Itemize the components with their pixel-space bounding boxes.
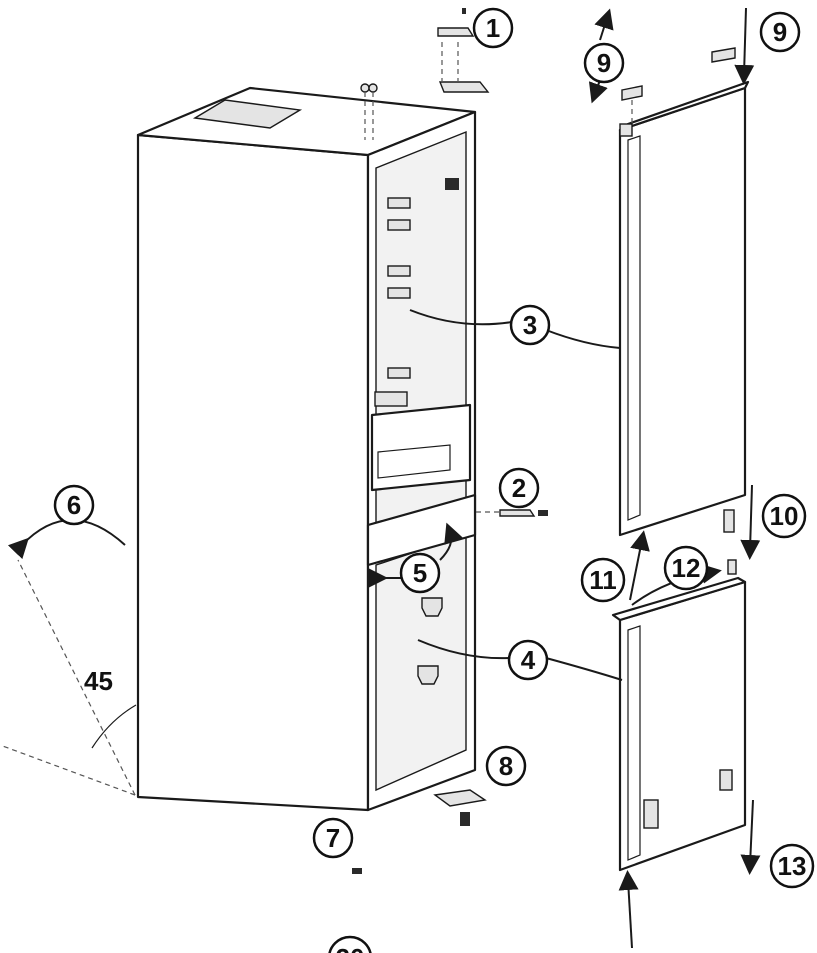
svg-text:1: 1 <box>486 13 500 43</box>
door-caps <box>352 47 737 874</box>
callout-9-right: 9 <box>759 11 801 53</box>
top-hinge <box>360 8 490 140</box>
callout-9-left: 9 <box>583 42 625 84</box>
page-marker: 20 <box>328 935 372 953</box>
svg-text:7: 7 <box>326 823 340 853</box>
callout-12: 12 <box>663 545 709 591</box>
callout-5: 5 <box>399 552 441 594</box>
svg-text:8: 8 <box>499 751 513 781</box>
svg-text:12: 12 <box>672 553 701 583</box>
callout-6: 6 <box>53 484 95 526</box>
svg-text:2: 2 <box>512 473 526 503</box>
callout-7: 7 <box>312 817 354 859</box>
svg-text:4: 4 <box>521 645 536 675</box>
svg-text:13: 13 <box>778 851 807 881</box>
svg-text:20: 20 <box>336 943 365 953</box>
svg-text:9: 9 <box>773 17 787 47</box>
fridge-cabinet <box>136 86 487 826</box>
middle-hinge <box>476 509 548 517</box>
lower-door <box>611 576 747 872</box>
svg-text:9: 9 <box>597 48 611 78</box>
callout-1: 1 <box>472 7 514 49</box>
callout-3: 3 <box>509 304 551 346</box>
svg-text:6: 6 <box>67 490 81 520</box>
svg-text:5: 5 <box>413 558 427 588</box>
tilt-guide <box>0 559 137 796</box>
upper-door <box>618 80 750 537</box>
callout-4: 4 <box>507 639 549 681</box>
svg-text:3: 3 <box>523 310 537 340</box>
callout-10: 10 <box>761 493 807 539</box>
callout-2: 2 <box>498 467 540 509</box>
leader-lines <box>409 309 623 681</box>
callout-8: 8 <box>485 745 527 787</box>
angle-label: 45 <box>84 666 113 696</box>
svg-text:11: 11 <box>589 565 617 595</box>
callout-11: 11 <box>580 557 626 603</box>
svg-text:10: 10 <box>770 501 799 531</box>
callout-13: 13 <box>769 843 815 889</box>
